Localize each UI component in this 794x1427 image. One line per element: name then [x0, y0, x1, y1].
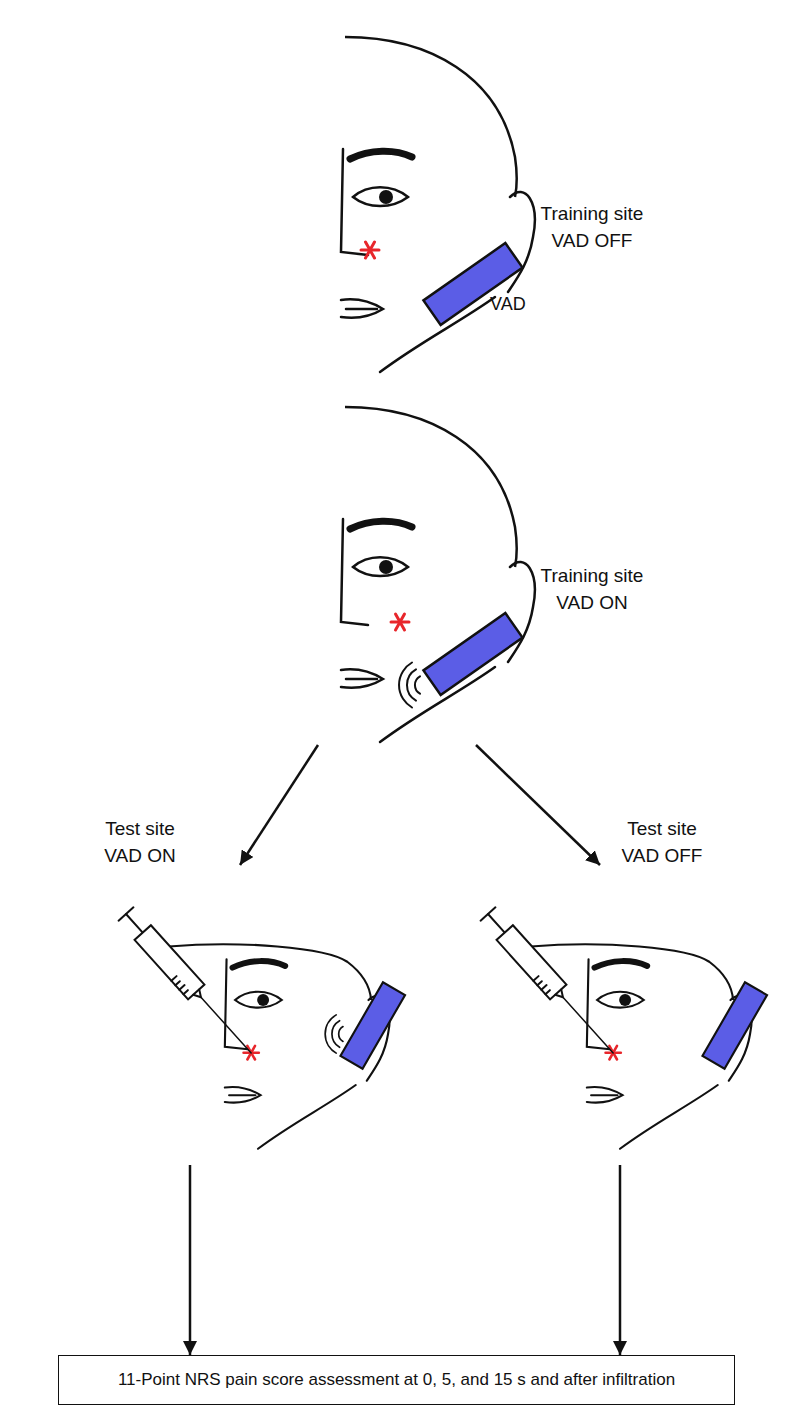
face-panel: Test site VAD OFF: [540, 865, 770, 1165]
flow-arrow: [476, 745, 600, 865]
face-training-off: [341, 37, 535, 372]
face-panel: Training site VAD ON: [300, 400, 660, 745]
face-training-on: [341, 407, 535, 742]
syringe: [118, 907, 259, 1061]
face-panel: Training site VAD OFF: [300, 30, 660, 375]
panel-label: Training site VAD ON: [532, 562, 652, 616]
syringe: [480, 907, 621, 1061]
panel-label: Test site VAD OFF: [607, 815, 717, 869]
box-text: 11-Point NRS pain score assessment at 0,…: [118, 1368, 675, 1392]
panel-label: Test site VAD ON: [85, 815, 195, 869]
assessment-box: 11-Point NRS pain score assessment at 0,…: [58, 1355, 735, 1405]
device-label: VAD: [490, 293, 526, 315]
panel-label: Training site VAD OFF: [532, 200, 652, 254]
flow-arrow: [240, 745, 318, 865]
flow-arrow: [189, 1165, 192, 1355]
face-test-on: [169, 944, 405, 1148]
flow-arrow: [619, 1165, 622, 1355]
face-panel: Test site VAD ON: [130, 865, 360, 1165]
face-test-off: [531, 944, 767, 1148]
